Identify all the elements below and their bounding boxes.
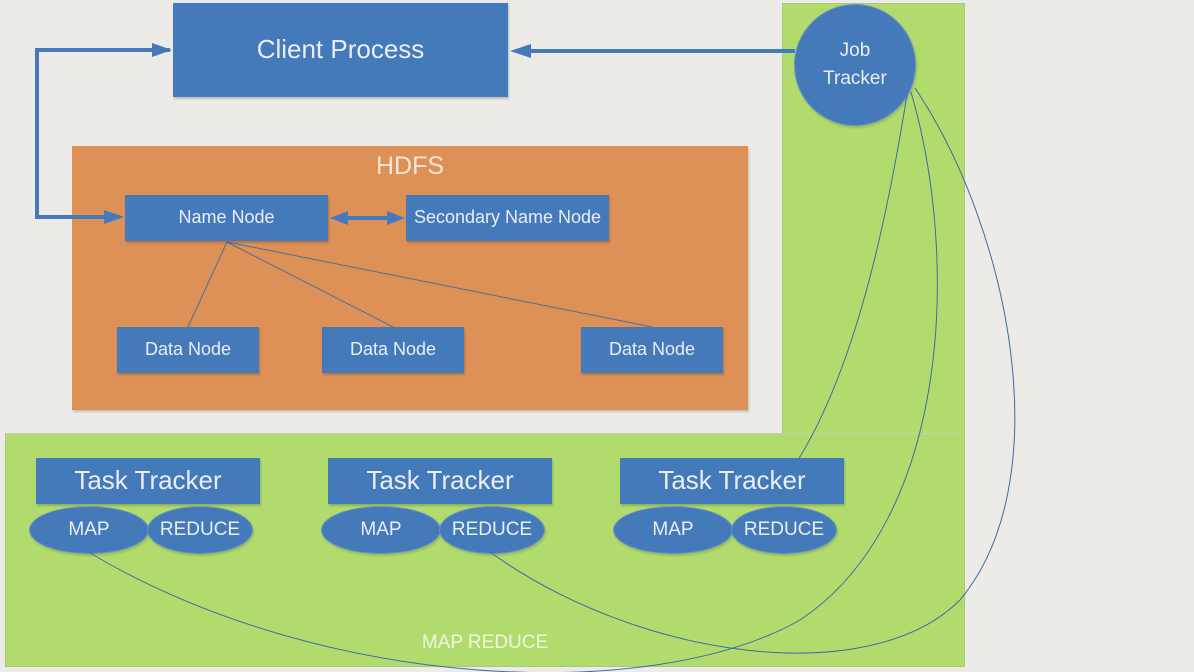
name-node[interactable]: Name Node [125, 195, 328, 241]
data-node-3[interactable]: Data Node [581, 327, 723, 373]
mapreduce-label: MAP REDUCE [421, 632, 549, 653]
map-node-1[interactable]: MAP [29, 506, 149, 554]
job-tracker-label-line2: Tracker [823, 68, 887, 89]
task-tracker-1[interactable]: Task Tracker [36, 458, 260, 504]
secondary-name-node[interactable]: Secondary Name Node [406, 195, 609, 241]
hdfs-title: HDFS [375, 152, 445, 180]
job-tracker-label-line1: Job [839, 40, 871, 62]
reduce-node-2[interactable]: REDUCE [439, 506, 545, 554]
data-node-2[interactable]: Data Node [322, 327, 464, 373]
arrowhead-to-client [152, 43, 172, 57]
map-node-2[interactable]: MAP [321, 506, 441, 554]
reduce-node-3[interactable]: REDUCE [731, 506, 837, 554]
data-node-1[interactable]: Data Node [117, 327, 259, 373]
task-tracker-3[interactable]: Task Tracker [620, 458, 844, 504]
arrowhead-jobtracker-to-client [510, 44, 531, 58]
map-node-3[interactable]: MAP [613, 506, 733, 554]
job-tracker-node[interactable]: Job Tracker [794, 4, 916, 126]
reduce-node-1[interactable]: REDUCE [147, 506, 253, 554]
client-process-node[interactable]: Client Process [173, 3, 508, 97]
task-tracker-2[interactable]: Task Tracker [328, 458, 552, 504]
